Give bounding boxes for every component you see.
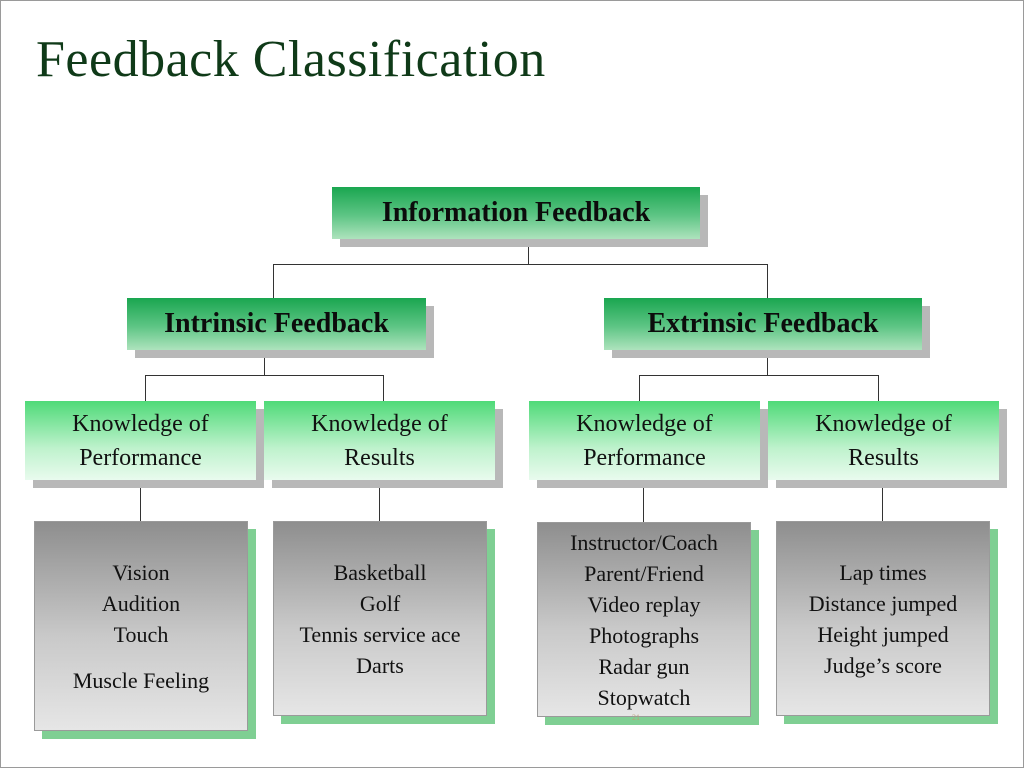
example-item: Radar gun xyxy=(598,653,690,679)
connector-extrinsic-kp xyxy=(639,375,640,401)
extrinsic-node: Extrinsic Feedback xyxy=(604,298,922,350)
kr1-line1: Knowledge of xyxy=(311,410,448,437)
connector-extrinsic-bar xyxy=(639,375,879,376)
kp1-line1: Knowledge of xyxy=(72,410,209,437)
example-item: Darts xyxy=(356,652,404,678)
slide-number: 21 xyxy=(632,713,640,722)
example-item: Instructor/Coach xyxy=(570,529,718,555)
example-item: Muscle Feeling xyxy=(72,667,210,693)
example-item: Vision xyxy=(112,559,170,585)
connector-intrinsic-up xyxy=(273,264,274,298)
examples3-box: Instructor/Coach Parent/Friend Video rep… xyxy=(537,522,751,717)
connector-intrinsic-bar xyxy=(145,375,384,376)
kr2-line1: Knowledge of xyxy=(815,410,952,437)
kp2-node: Knowledge of Performance xyxy=(529,401,760,480)
intrinsic-label: Intrinsic Feedback xyxy=(164,308,389,339)
connector-root-bar xyxy=(273,264,768,265)
examples2-box: Basketball Golf Tennis service ace Darts xyxy=(273,521,487,716)
example-item: Basketball xyxy=(333,559,427,585)
examples4-box: Lap times Distance jumped Height jumped … xyxy=(776,521,990,716)
kr2-node: Knowledge of Results xyxy=(768,401,999,480)
example-item: Height jumped xyxy=(817,621,949,647)
connector-kp2-examples xyxy=(643,480,644,522)
connector-intrinsic-kp xyxy=(145,375,146,401)
connector-intrinsic-kr xyxy=(383,375,384,401)
kp2-line1: Knowledge of xyxy=(576,410,713,437)
example-item: Stopwatch xyxy=(597,684,691,710)
kr2-line2: Results xyxy=(848,444,919,471)
connector-extrinsic-up xyxy=(767,264,768,298)
example-item: Touch xyxy=(113,621,169,647)
connector-kr2-examples xyxy=(882,480,883,521)
connector-kr1-examples xyxy=(379,480,380,521)
example-item: Distance jumped xyxy=(808,590,958,616)
slide-title: Feedback Classification xyxy=(36,31,546,88)
examples1-box: Vision Audition Touch Muscle Feeling xyxy=(34,521,248,731)
example-item: Video replay xyxy=(587,591,701,617)
example-item: Lap times xyxy=(839,559,927,585)
extrinsic-label: Extrinsic Feedback xyxy=(647,308,879,339)
connector-extrinsic-down xyxy=(767,350,768,375)
root-node: Information Feedback xyxy=(332,187,700,239)
intrinsic-node: Intrinsic Feedback xyxy=(127,298,426,350)
connector-kp1-examples xyxy=(140,480,141,521)
example-item: Photographs xyxy=(589,622,699,648)
example-item: Judge’s score xyxy=(824,652,942,678)
kp2-line2: Performance xyxy=(583,444,706,471)
connector-intrinsic-down xyxy=(264,350,265,375)
example-item: Audition xyxy=(101,590,181,616)
kr1-line2: Results xyxy=(344,444,415,471)
example-item: Parent/Friend xyxy=(584,560,704,586)
example-item: Golf xyxy=(359,590,401,616)
connector-root-down xyxy=(528,239,529,264)
example-item: Tennis service ace xyxy=(299,621,461,647)
root-label: Information Feedback xyxy=(381,197,651,228)
kp1-node: Knowledge of Performance xyxy=(25,401,256,480)
connector-extrinsic-kr xyxy=(878,375,879,401)
kp1-line2: Performance xyxy=(79,444,202,471)
kr1-node: Knowledge of Results xyxy=(264,401,495,480)
